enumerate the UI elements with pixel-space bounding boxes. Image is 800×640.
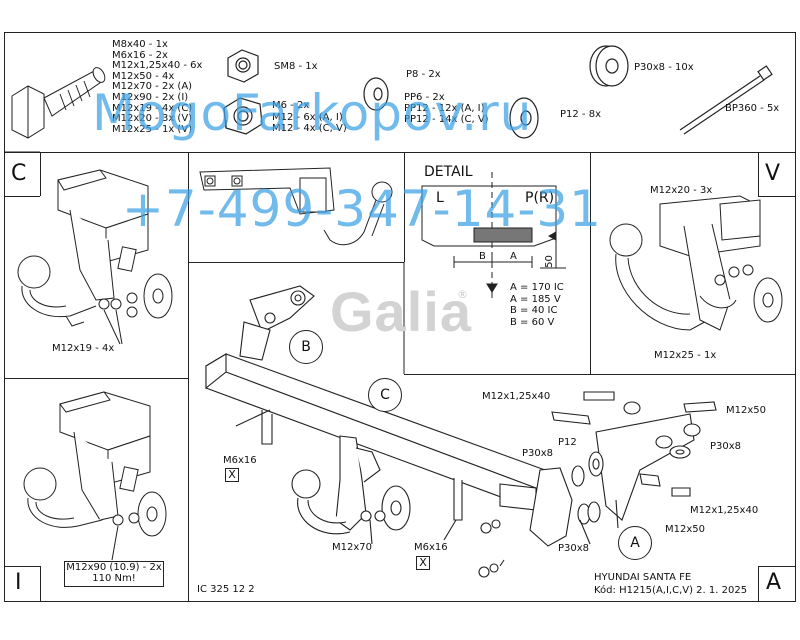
parts-list-item: M6x16 - 2x — [112, 49, 168, 61]
galia-logo: Galia — [330, 280, 472, 343]
nut-m12-cv-label: M12 - 4x (C, V) — [272, 123, 347, 134]
nut-sm8-label: SM8 - 1x — [274, 61, 318, 72]
spacer-p30x8-right-label: P30x8 — [710, 441, 742, 452]
parts-list-item: M12x20 - 3x (V) — [112, 113, 193, 125]
detail-dim-label: 50 — [543, 255, 555, 268]
washer-p12-main-label: P12 — [558, 437, 577, 448]
detail-pr-label: P(R) — [525, 190, 555, 206]
washer-pp12-cv-label: PP12 - 14x (C, V) — [404, 114, 489, 125]
registered-mark: ® — [457, 288, 468, 301]
parts-list-item: M12x19 - 4x (C) — [112, 102, 193, 114]
parts-list: M8x40 - 1x M6x16 - 2x M12x1,25x40 - 6x M… — [112, 39, 203, 135]
washer-p12-label: P12 - 8x — [560, 109, 602, 120]
panel-i-torque-label: 110 Nm! — [92, 573, 136, 584]
panel-v-bolt-top-label: M12x20 - 3x — [650, 185, 713, 196]
kod-date: Kód: H1215(A,I,C,V) 2. 1. 2025 — [594, 585, 748, 596]
bolt-m12x70-label: M12x70 — [332, 542, 372, 553]
detail-a-label: A — [510, 251, 517, 262]
x-mark-bottom: X — [416, 556, 430, 570]
panel-letter-c: C — [11, 161, 27, 186]
bolt-m12x50-top-label: M12x50 — [726, 405, 766, 416]
spacer-p30x8-left-label: P30x8 — [522, 448, 554, 459]
detail-title: DETAIL — [424, 164, 473, 180]
washer-pp6-label: PP6 - 2x — [404, 92, 445, 103]
drawing-code: IC 325 12 2 — [197, 584, 255, 595]
bolt-m6x16-left-label: M6x16 — [223, 455, 257, 466]
bubble-b: B — [289, 330, 323, 364]
nut-m6-label: M6 - 2x — [272, 100, 310, 111]
panel-letter-i: I — [15, 570, 22, 595]
panel-v-bolt-bottom-label: M12x25 - 1x — [654, 350, 717, 361]
bolt-m12x125x40-label: M12x1,25x40 — [482, 391, 551, 402]
detail-specs: A = 170 IC A = 185 V B = 40 IC B = 60 V — [510, 282, 564, 328]
parts-list-item: M12x90 - 2x (I) — [112, 91, 189, 103]
spacer-p30x8-bottom-label: P30x8 — [558, 543, 590, 554]
parts-list-item: M12x50 - 4x — [112, 70, 175, 82]
spacer-p30-label: P30x8 - 10x — [634, 62, 694, 73]
vehicle-name: HYUNDAI SANTA FE — [594, 572, 692, 583]
detail-sketch — [421, 172, 566, 300]
panel-v-sketch — [609, 195, 783, 331]
watermark-phone: +7-499-347-14-31 — [122, 180, 602, 238]
panel-c-bolt-label: M12x19 - 4x — [52, 343, 115, 354]
parts-list-item: M12x70 - 2x (A) — [112, 81, 193, 93]
panel-i-bolt-label: M12x90 (10.9) - 2x — [66, 562, 162, 573]
bubble-a: A — [618, 526, 652, 560]
detail-spec: B = 60 V — [510, 316, 555, 328]
cable-tie-label: BP360 - 5x — [725, 103, 780, 114]
crossbar-assembly — [205, 285, 717, 578]
panel-letter-v: V — [765, 161, 781, 186]
sheet-frame — [4, 32, 796, 602]
parts-list-item: M12x1,25x40 - 6x — [112, 60, 203, 72]
x-mark-left: X — [225, 468, 239, 482]
washer-pp12-ai-label: PP12 - 12x (A, I) — [404, 103, 485, 114]
watermark-site: MogoFarkopov.ru — [92, 84, 533, 142]
bolt-m12x125x40-lower-label: M12x1,25x40 — [690, 505, 759, 516]
detail-l-label: L — [436, 190, 444, 206]
nut-m12-ai-label: M12 - 6x (A, I) — [272, 112, 343, 123]
bolt-m12x50-lower-label: M12x50 — [665, 524, 705, 535]
top-detail-sketch — [199, 167, 393, 246]
parts-list-item: M12x25 - 1x (V) — [112, 123, 193, 135]
bolt-icon — [11, 67, 106, 139]
panel-letter-a: A — [766, 570, 782, 595]
bubble-c: C — [368, 378, 402, 412]
detail-spec: B = 40 IC — [510, 305, 558, 316]
nut-sm8-icon — [227, 49, 259, 83]
cable-tie-icon — [679, 65, 773, 135]
detail-b-label: B — [479, 251, 486, 262]
panel-c-sketch — [17, 169, 173, 345]
panel-i-torque-box: M12x90 (10.9) - 2x 110 Nm! — [64, 561, 164, 587]
detail-spec: A = 185 V — [510, 293, 561, 305]
panel-i-sketch — [23, 391, 167, 561]
detail-spec: A = 170 IC — [510, 282, 564, 293]
parts-list-item: M8x40 - 1x — [112, 39, 168, 50]
washer-p8-label: P8 - 2x — [406, 69, 441, 80]
bolt-m6x16-bottom-label: M6x16 — [414, 542, 448, 553]
nut-m12-icon — [223, 97, 263, 135]
